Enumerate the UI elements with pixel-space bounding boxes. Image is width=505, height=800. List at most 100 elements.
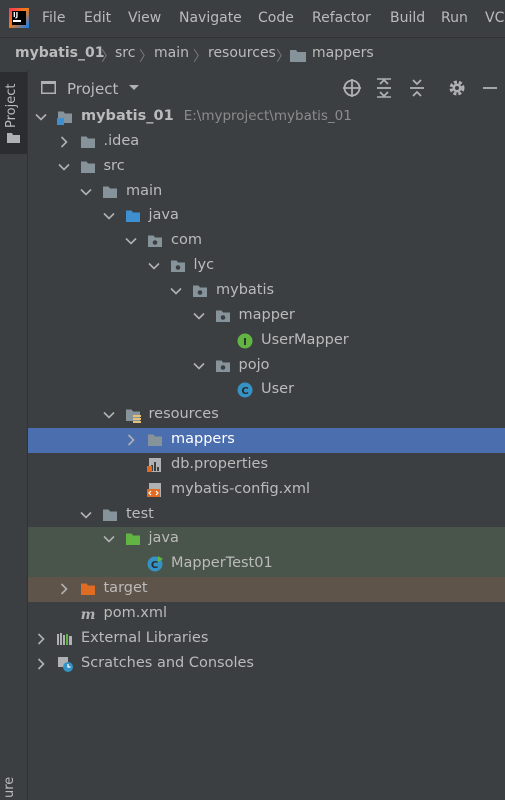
folder-icon [41, 81, 56, 94]
tree-item-java[interactable]: java [28, 204, 505, 229]
breadcrumb-project[interactable]: mybatis_01 [15, 45, 105, 61]
chevron-down-icon[interactable] [192, 309, 206, 323]
chevron-down-icon[interactable] [192, 359, 206, 373]
tree-item-target[interactable]: target [28, 577, 505, 603]
svg-text:C: C [241, 386, 248, 397]
project-path: E:\myproject\mybatis_01 [183, 108, 352, 124]
menu-edit[interactable]: Edit [84, 10, 112, 26]
tree-item-pojo[interactable]: pojo [28, 354, 505, 379]
package-icon [215, 358, 231, 374]
tree-item-label: pojo [238, 356, 270, 373]
tree-item-label: .idea [103, 132, 140, 149]
tree-item-java[interactable]: java [28, 527, 505, 553]
tree-item-user[interactable]: C User [28, 378, 505, 403]
class-icon: C [237, 382, 253, 398]
package-icon [192, 283, 208, 299]
chevron-down-icon[interactable] [128, 84, 140, 92]
menu-bar: IJ File Edit View Navigate Code Refactor… [0, 0, 505, 37]
chevron-down-icon[interactable] [102, 408, 116, 422]
tree-item-mappers[interactable]: mappers [28, 428, 505, 454]
chevron-down-icon[interactable] [147, 259, 161, 273]
tree-item-label: mapper [238, 306, 295, 323]
tree-item-label: Scratches and Consoles [81, 654, 254, 671]
tree-item-label: resources [148, 406, 219, 423]
chevron-right-icon: 〉 [101, 49, 115, 65]
locate-icon[interactable] [342, 78, 362, 98]
chevron-down-icon[interactable] [169, 284, 183, 298]
chevron-down-icon[interactable] [57, 160, 71, 174]
structure-tool-tab-label[interactable]: ure [2, 776, 17, 798]
tree-item-label: target [103, 580, 148, 597]
tree-item-label: src [103, 157, 125, 174]
tree-item-mapper[interactable]: mapper [28, 304, 505, 329]
folder-icon [102, 184, 118, 200]
chevron-down-icon[interactable] [34, 110, 48, 124]
tree-item-src[interactable]: src [28, 155, 505, 180]
minimize-icon[interactable] [480, 78, 500, 98]
tree-item-mybatis[interactable]: mybatis [28, 279, 505, 304]
tree-item-label: mybatis-config.xml [171, 480, 311, 497]
tree-item-com[interactable]: com [28, 229, 505, 254]
menu-refactor[interactable]: Refactor [312, 10, 371, 26]
menu-view[interactable]: View [128, 10, 162, 26]
chevron-right-icon[interactable] [34, 657, 48, 671]
tree-item-label: com [171, 232, 202, 249]
breadcrumb-src[interactable]: src [115, 45, 136, 61]
expand-all-icon[interactable] [374, 78, 394, 98]
maven-icon: m [80, 606, 96, 623]
chevron-right-icon[interactable] [124, 433, 138, 447]
package-icon [170, 258, 186, 274]
tree-item-label: UserMapper [261, 331, 349, 348]
tree-item-idea[interactable]: .idea [28, 130, 505, 155]
tree-item-test[interactable]: test [28, 503, 505, 528]
intellij-logo-icon[interactable]: IJ [9, 8, 29, 28]
menu-navigate[interactable]: Navigate [179, 10, 242, 26]
menu-file[interactable]: File [42, 10, 66, 26]
tree-item-mybatis-config-xml[interactable]: mybatis-config.xml [28, 478, 505, 503]
interface-icon: I [237, 333, 253, 349]
test-source-folder-icon [125, 531, 141, 547]
tree-item-mappertest01[interactable]: C MapperTest01 [28, 552, 505, 578]
tree-item-resources[interactable]: resources [28, 403, 505, 428]
tree-item-main[interactable]: main [28, 180, 505, 205]
breadcrumb-mappers[interactable]: mappers [312, 45, 374, 61]
chevron-down-icon[interactable] [124, 234, 138, 248]
tree-item-label: User [261, 381, 295, 398]
tree-item-lyc[interactable]: lyc [28, 254, 505, 279]
tree-item-db-properties[interactable]: db.properties [28, 453, 505, 478]
project-tool-tab-label[interactable]: Project [4, 83, 19, 128]
panel-title[interactable]: Project [67, 80, 119, 98]
menu-build[interactable]: Build [390, 10, 426, 26]
chevron-right-icon[interactable] [57, 135, 71, 149]
chevron-down-icon[interactable] [102, 532, 116, 546]
collapse-all-icon[interactable] [407, 78, 427, 98]
chevron-down-icon[interactable] [102, 209, 116, 223]
folder-icon [7, 133, 20, 143]
chevron-right-icon[interactable] [57, 582, 71, 596]
menu-code[interactable]: Code [258, 10, 294, 26]
menu-vcs[interactable]: VCS [485, 10, 505, 26]
scratches-icon [57, 656, 73, 672]
chevron-right-icon: 〉 [139, 49, 153, 65]
tree-item-label: MapperTest01 [171, 555, 273, 572]
chevron-down-icon[interactable] [79, 185, 93, 199]
gear-icon[interactable] [447, 78, 467, 98]
breadcrumb-resources[interactable]: resources [208, 45, 276, 61]
tree-item-external-libraries[interactable]: External Libraries [28, 627, 505, 652]
svg-text:C: C [151, 560, 158, 571]
breadcrumb-main[interactable]: main [154, 45, 189, 61]
xml-file-icon [147, 482, 163, 498]
tree-item-scratches-and-consoles[interactable]: Scratches and Consoles [28, 652, 505, 677]
package-icon [215, 308, 231, 324]
folder-icon [80, 159, 96, 175]
tree-item-label: java [148, 207, 179, 224]
chevron-right-icon[interactable] [34, 632, 48, 646]
menu-run[interactable]: Run [441, 10, 468, 26]
resources-folder-icon [125, 407, 141, 424]
tree-item-usermapper[interactable]: I UserMapper [28, 329, 505, 354]
chevron-down-icon[interactable] [79, 508, 93, 522]
project-panel-header: Project [28, 70, 505, 105]
folder-icon [290, 50, 306, 62]
